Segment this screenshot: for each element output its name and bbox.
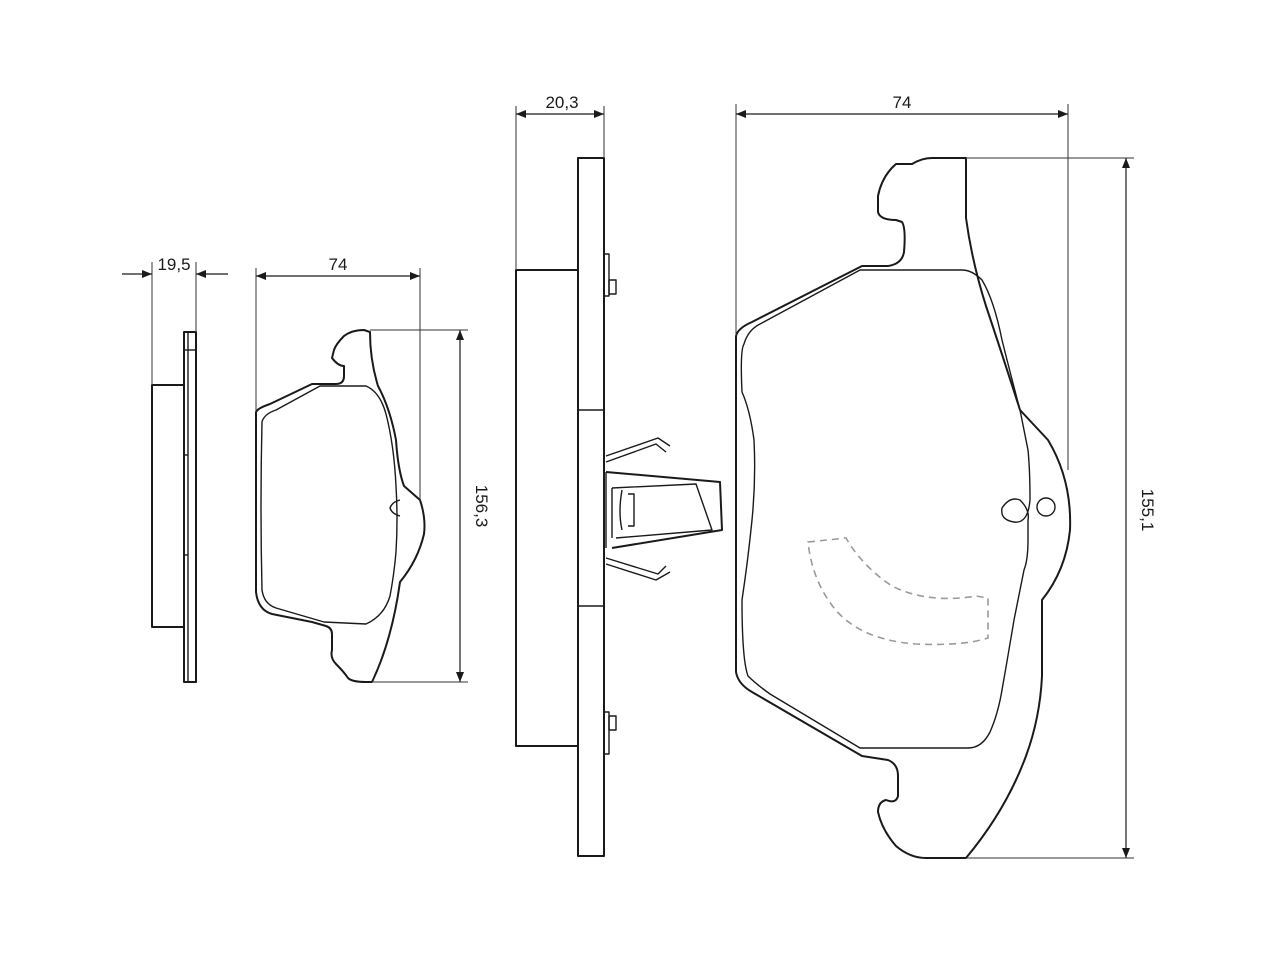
- large-pad-friction-block: [515, 269, 579, 747]
- dimension-large-height: 155,1: [966, 157, 1157, 859]
- small-pad-backing-plate-outline: [255, 329, 426, 683]
- small-pad-front-view: [255, 329, 426, 683]
- dimension-large-thickness: 20,3: [515, 93, 605, 270]
- retaining-spring-clip: [605, 437, 723, 581]
- small-pad-backing-plate: [183, 331, 197, 683]
- large-pad-friction-lining-outline: [740, 269, 1031, 749]
- dimension-label-large-height: 155,1: [1138, 489, 1157, 532]
- small-pad-center-notch: [389, 499, 401, 517]
- small-pad-friction-lining-outline: [260, 385, 398, 625]
- large-pad-side-view: [515, 157, 617, 857]
- dimension-small-thickness: 19,5: [122, 255, 228, 385]
- large-pad-front-view: [735, 157, 1072, 859]
- dimension-label-large-thickness: 20,3: [545, 93, 578, 112]
- dimension-label-small-height: 156,3: [472, 485, 491, 528]
- large-pad-wear-sensor-top: [603, 253, 610, 297]
- large-pad-backing-plate-outline: [735, 157, 1072, 859]
- dimension-large-width: 74: [735, 93, 1069, 470]
- large-pad-wear-sensor-bottom: [603, 711, 610, 755]
- large-pad-wear-indicator-hidden: [807, 537, 989, 646]
- small-pad-friction-block: [151, 384, 185, 628]
- dimension-small-width: 74: [255, 255, 421, 500]
- large-pad-mounting-hole: [1036, 497, 1056, 517]
- small-pad-side-view: [151, 331, 197, 683]
- dimension-label-small-width: 74: [329, 255, 348, 274]
- dimension-small-height: 156,3: [370, 329, 491, 683]
- dimension-label-large-width: 74: [893, 93, 912, 112]
- large-pad-backing-plate: [577, 157, 605, 857]
- dimension-label-small-thickness: 19,5: [157, 255, 190, 274]
